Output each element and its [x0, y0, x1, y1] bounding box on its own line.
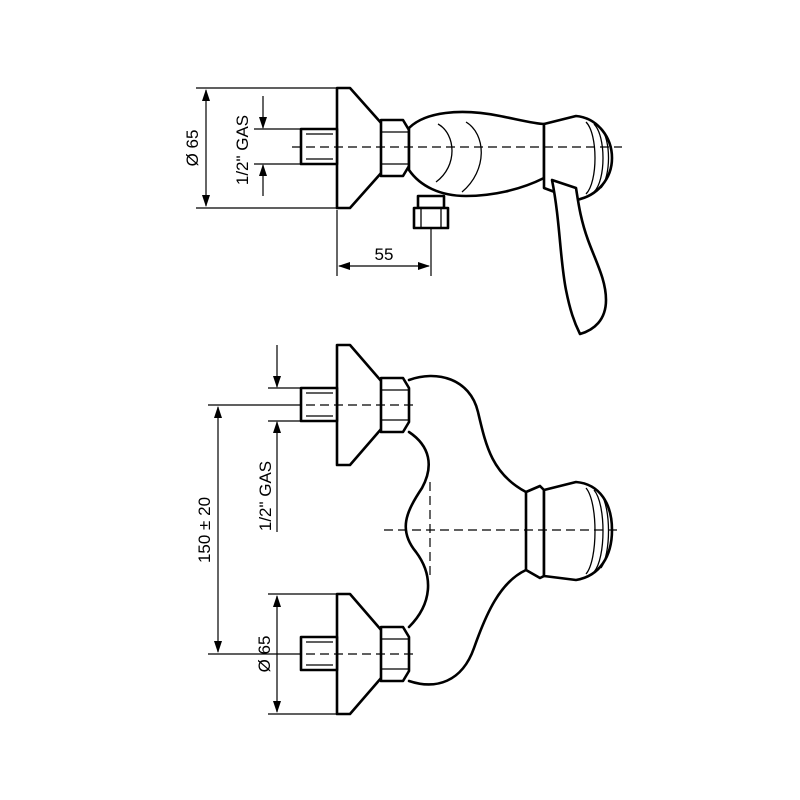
- front-dim-spacing-label: 150 ± 20: [195, 497, 214, 563]
- front-body-block: [524, 484, 546, 580]
- top-body: [407, 110, 546, 198]
- top-outlet: [416, 194, 446, 210]
- front-dim-spacing: 150 ± 20: [195, 404, 292, 655]
- front-body: [404, 374, 528, 686]
- front-lower-flange: [335, 592, 384, 716]
- top-view: Ø 65 1/2" GAS 55: [183, 86, 622, 336]
- top-dim-width-label: 55: [375, 245, 394, 264]
- top-flange: [335, 86, 384, 210]
- front-view: 150 ± 20 1/2" GAS Ø 65: [195, 343, 622, 716]
- front-dim-thread: 1/2" GAS: [256, 345, 301, 532]
- top-dim-diameter-label: Ø 65: [183, 130, 202, 167]
- front-upper-flange: [335, 343, 384, 467]
- top-cartridge-cap: [542, 114, 614, 202]
- top-outlet-nut: [412, 206, 450, 230]
- front-dim-thread-label: 1/2" GAS: [256, 461, 275, 531]
- top-lever: [550, 178, 608, 336]
- front-dim-diameter-label: Ø 65: [255, 636, 274, 673]
- top-dim-width: 55: [336, 210, 432, 276]
- front-cartridge-cap: [542, 480, 614, 582]
- top-hex-nut: [379, 118, 411, 178]
- top-dim-thread: 1/2" GAS: [233, 96, 301, 196]
- front-dim-diameter: Ø 65: [255, 593, 337, 715]
- top-dim-diameter: Ø 65: [183, 87, 337, 209]
- top-dim-thread-label: 1/2" GAS: [233, 115, 252, 185]
